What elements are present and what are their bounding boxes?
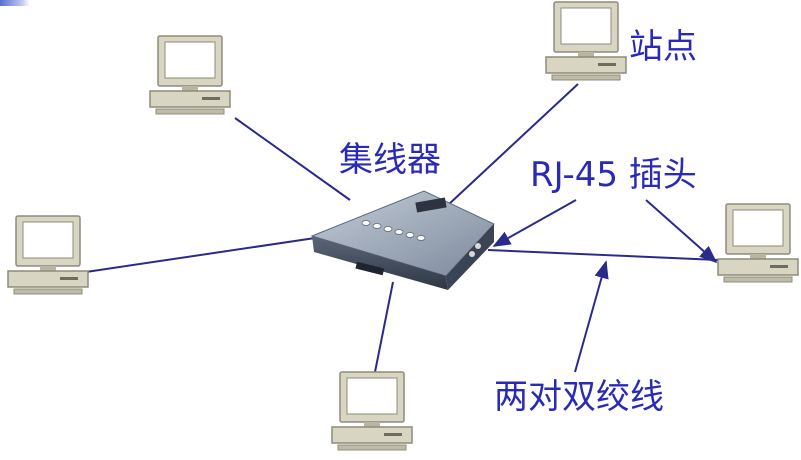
connector-label: RJ-45 插头 (530, 155, 697, 195)
cable-top-right (447, 83, 579, 206)
cable-label: 两对双绞线 (494, 377, 664, 417)
cable-left (85, 237, 316, 273)
computer-left-icon (7, 215, 89, 295)
cable-right (487, 249, 719, 261)
computer-top-left-icon (149, 35, 231, 115)
computer-top-right-icon (545, 1, 627, 81)
hub-label: 集线器 (339, 140, 441, 180)
arrow-connector-hub (492, 199, 577, 247)
cable-bottom (374, 281, 394, 373)
arrow-cable (574, 260, 609, 373)
computer-bottom-icon (331, 371, 413, 451)
station-label: 站点 (629, 27, 697, 67)
network-hub-icon (310, 190, 495, 290)
arrow-connector-station (645, 199, 718, 264)
computer-right-icon (717, 203, 799, 283)
cable-top-left (234, 117, 351, 201)
slide-corner-accent (0, 0, 30, 6)
